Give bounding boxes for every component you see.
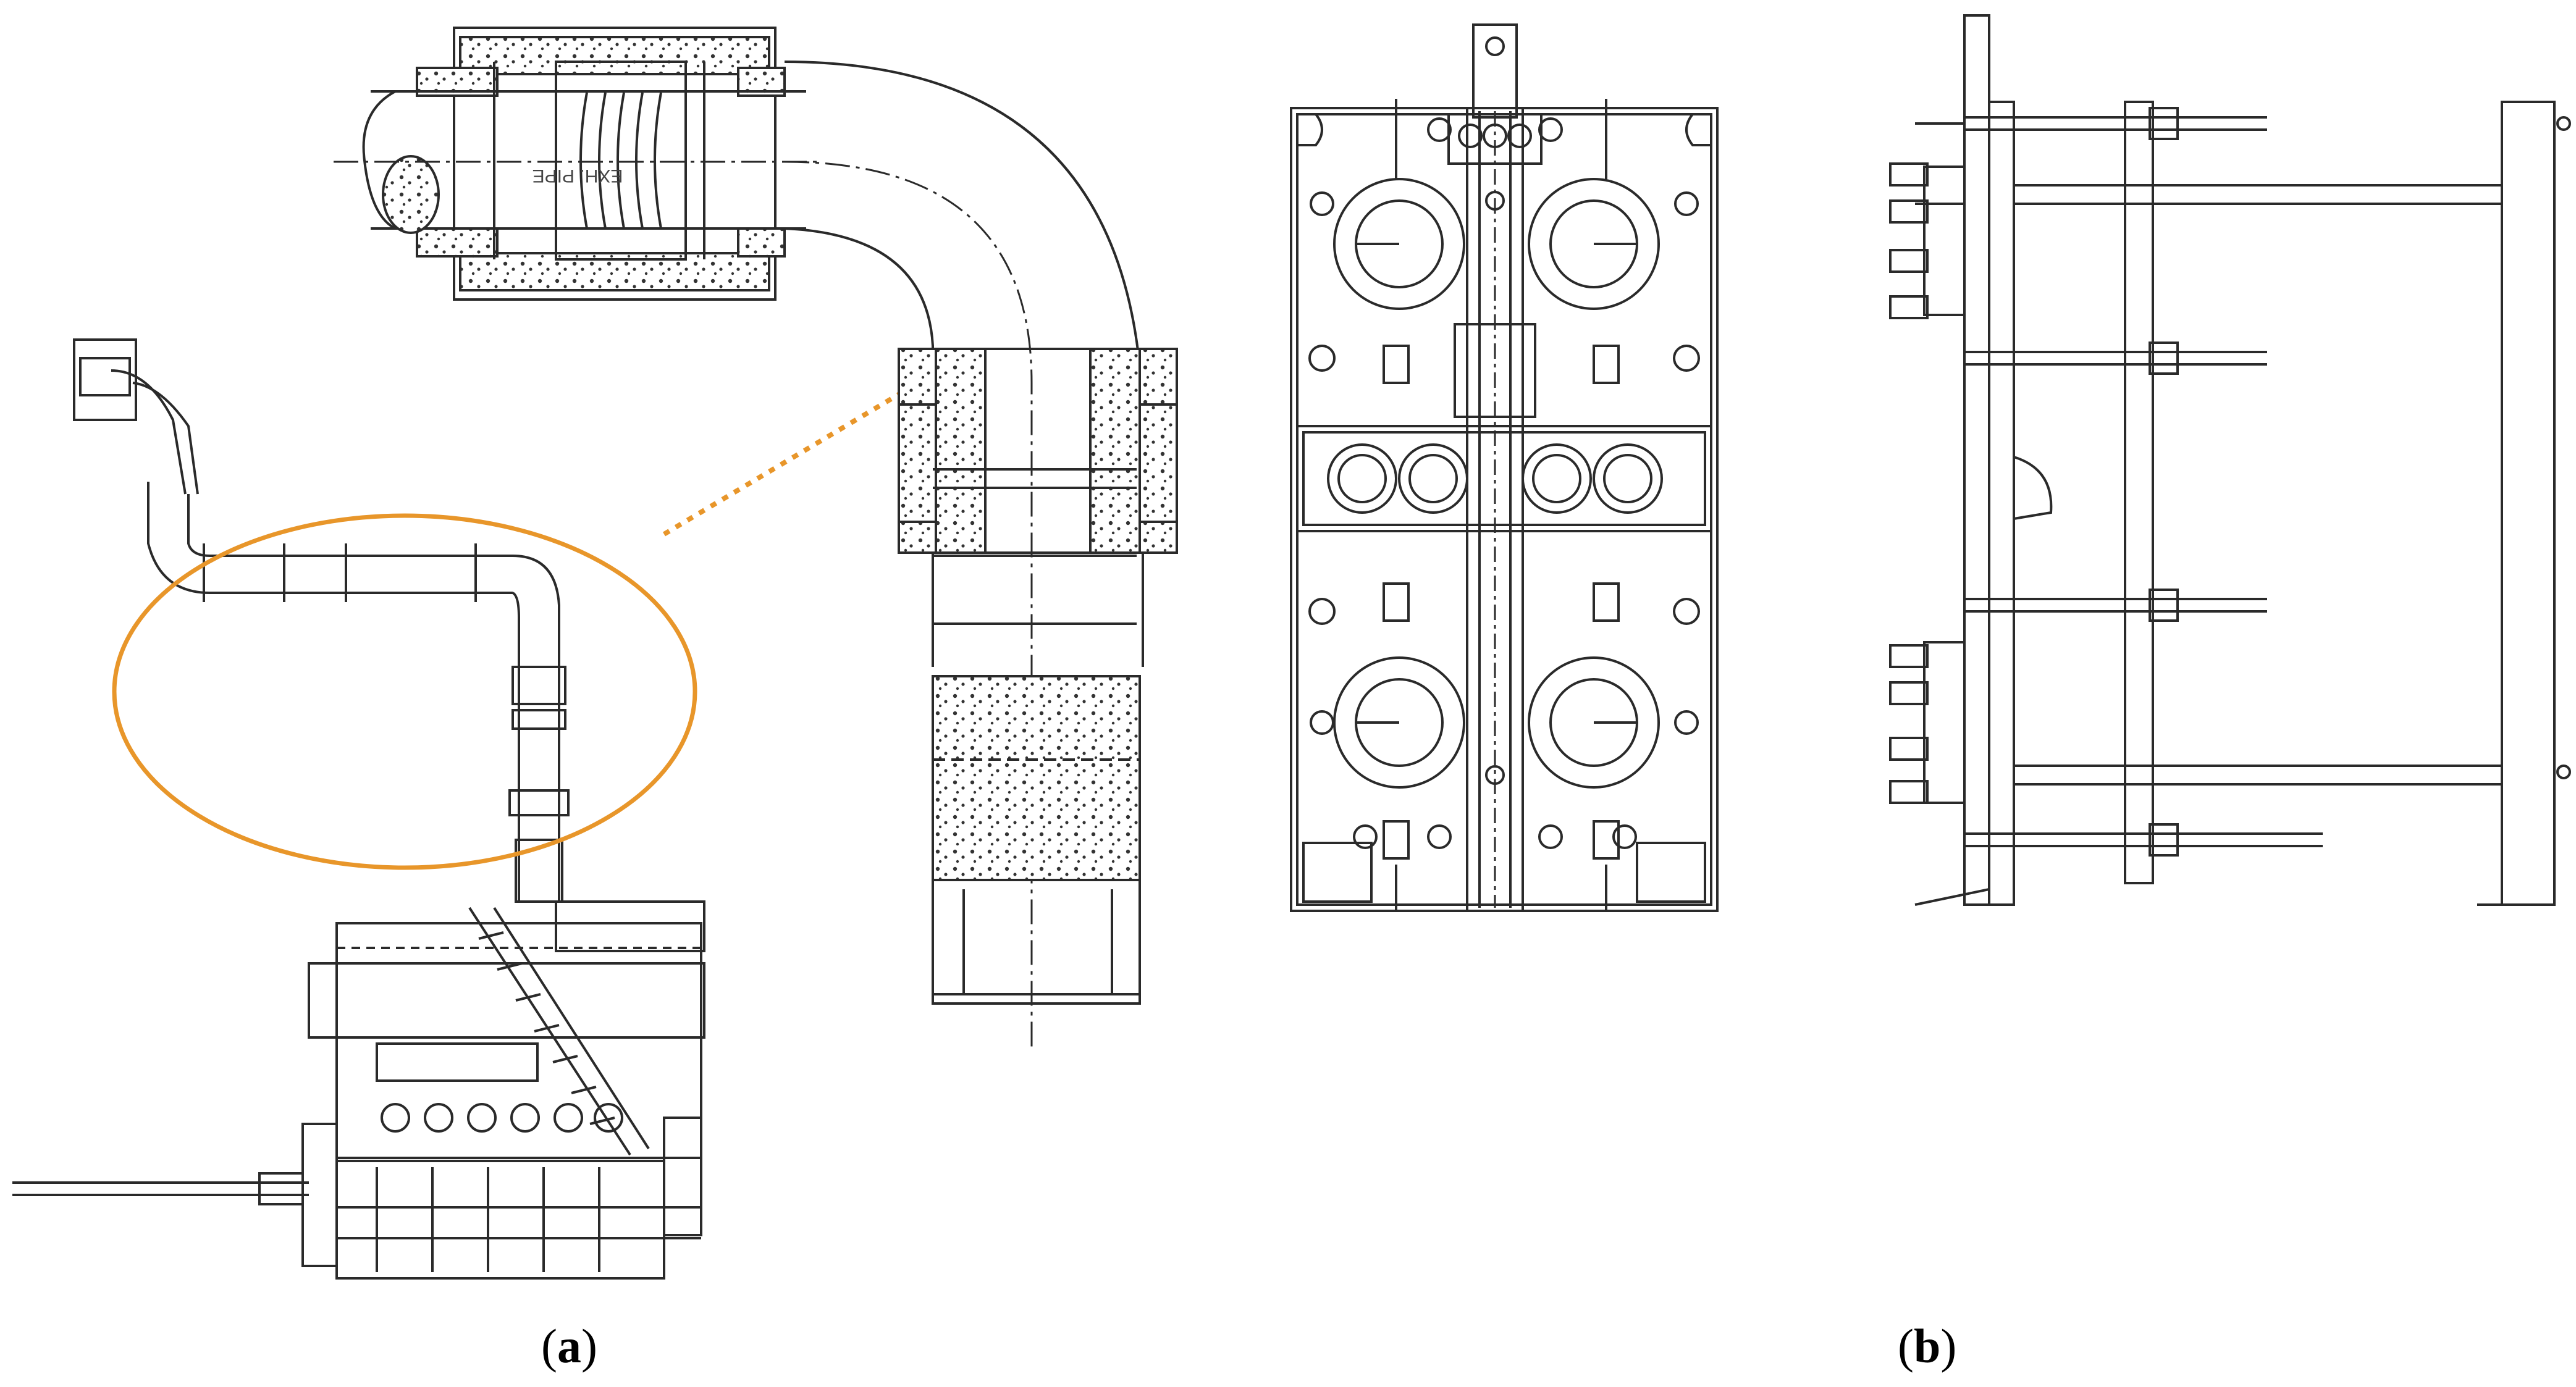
heat-exchanger-front-view (1290, 23, 1719, 912)
exhaust-pipe-detail (334, 27, 1178, 1050)
engine-drawing (12, 900, 705, 1280)
panel-a-letter: a (557, 1319, 581, 1373)
panel-a-caption: (a) (541, 1319, 597, 1373)
panel-b-letter: b (1913, 1319, 1941, 1373)
highlight-ellipse (112, 513, 697, 870)
panel-a: EXH. PIPE (12, 27, 1178, 1280)
heat-exchanger-side-view (1889, 14, 2571, 906)
pipe-label: EXH. PIPE (532, 166, 623, 186)
highlight-leader-line (662, 359, 956, 537)
exhaust-pipe-run (73, 338, 570, 903)
panel-b-caption: (b) (1898, 1319, 1957, 1373)
